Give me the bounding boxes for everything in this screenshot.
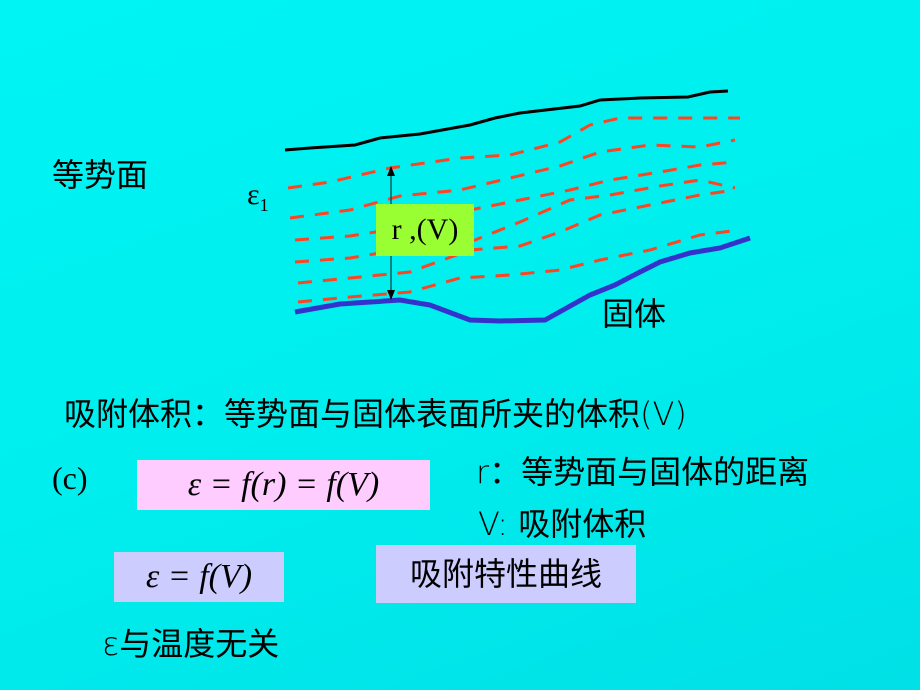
- formula-epsilon-v: ε = f(V): [114, 552, 284, 602]
- v-description: V: 吸附体积: [478, 505, 647, 543]
- adsorption-volume-definition: 吸附体积：等势面与固体表面所夹的体积(V): [64, 395, 687, 433]
- characteristic-curve-label: 吸附特性曲线: [376, 545, 636, 603]
- arrow-head-up-icon: [387, 166, 395, 176]
- solid-label: 固体: [602, 295, 667, 333]
- epsilon1-label: ε1: [247, 178, 269, 215]
- equipotential-label: 等势面: [52, 156, 149, 194]
- r-description: r：等势面与固体的距离: [476, 453, 810, 491]
- formula-epsilon-r-v: ε = f(r) = f(V): [137, 460, 430, 510]
- rv-label-box: r ,(V): [376, 204, 474, 256]
- outer-boundary-curve: [284, 89, 729, 152]
- item-c-label: (c): [52, 460, 88, 496]
- arrow-head-down-icon: [387, 290, 395, 300]
- solid-surface-curve: [294, 235, 751, 324]
- temperature-independence-note: ε与温度无关: [102, 625, 280, 663]
